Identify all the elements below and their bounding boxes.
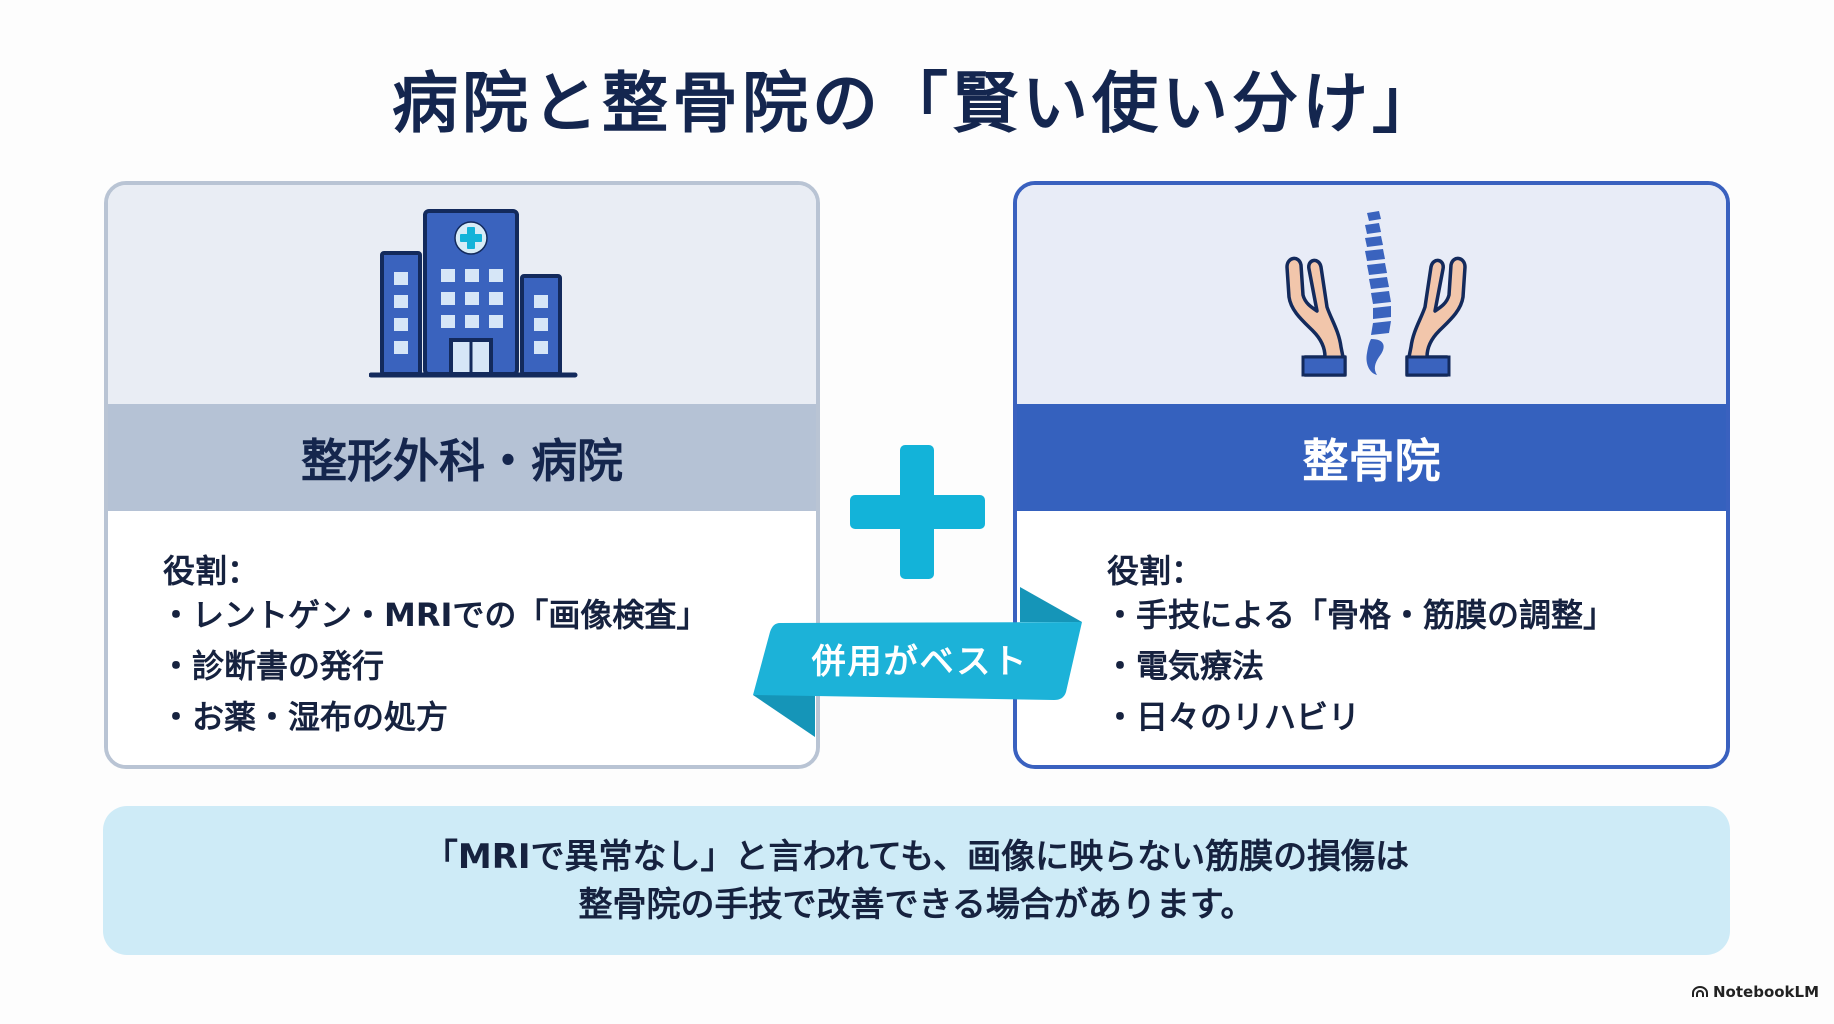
list-item: お薬・湿布の処方 — [160, 692, 708, 743]
list-item: レントゲン・MRIでの「画像検査」 — [160, 590, 708, 641]
hospital-building-icon — [369, 209, 578, 378]
role-label: 役割： — [1107, 552, 1204, 590]
hospital-role-list: レントゲン・MRIでの「画像検査」 診断書の発行 お薬・湿布の処方 — [160, 590, 708, 743]
seikotsuin-card: 整骨院 役割： 手技による「骨格・筋膜の調整」 電気療法 日々のリハビリ — [1013, 181, 1730, 769]
note-banner: 「MRIで異常なし」と言われても、画像に映らない筋膜の損傷は 整骨院の手技で改善… — [103, 806, 1730, 955]
notebooklm-watermark: NotebookLM — [1692, 983, 1819, 1001]
hospital-card-heading: 整形外科・病院 — [108, 404, 816, 511]
page-title: 病院と整骨院の「賢い使い分け」 — [392, 65, 1442, 142]
note-line-2: 整骨院の手技で改善できる場合があります。 — [578, 884, 1255, 925]
list-item: 診断書の発行 — [160, 641, 708, 692]
ribbon-banner-icon — [753, 587, 1082, 737]
ribbon-label: 併用がベスト — [811, 642, 1029, 682]
seikotsuin-card-body: 役割： 手技による「骨格・筋膜の調整」 電気療法 日々のリハビリ — [1017, 511, 1726, 765]
notebooklm-logo-icon — [1692, 986, 1708, 997]
role-label: 役割： — [163, 552, 260, 590]
seikotsuin-role-list: 手技による「骨格・筋膜の調整」 電気療法 日々のリハビリ — [1104, 590, 1615, 743]
hospital-card-body: 役割： レントゲン・MRIでの「画像検査」 診断書の発行 お薬・湿布の処方 — [108, 511, 816, 765]
hospital-card: 整形外科・病院 役割： レントゲン・MRIでの「画像検査」 診断書の発行 お薬・… — [104, 181, 820, 769]
watermark-label: NotebookLM — [1713, 983, 1820, 1001]
hospital-card-illustration-area — [108, 185, 816, 404]
seikotsuin-card-illustration-area — [1017, 185, 1726, 404]
note-line-1: 「MRIで異常なし」と言われても、画像に映らない筋膜の損傷は — [423, 836, 1410, 877]
list-item: 手技による「骨格・筋膜の調整」 — [1104, 590, 1615, 641]
hands-spine-icon — [1285, 211, 1467, 377]
seikotsuin-card-heading: 整骨院 — [1017, 404, 1726, 511]
list-item: 日々のリハビリ — [1104, 692, 1615, 743]
plus-icon-horizontal-bar — [850, 495, 985, 529]
list-item: 電気療法 — [1104, 641, 1615, 692]
